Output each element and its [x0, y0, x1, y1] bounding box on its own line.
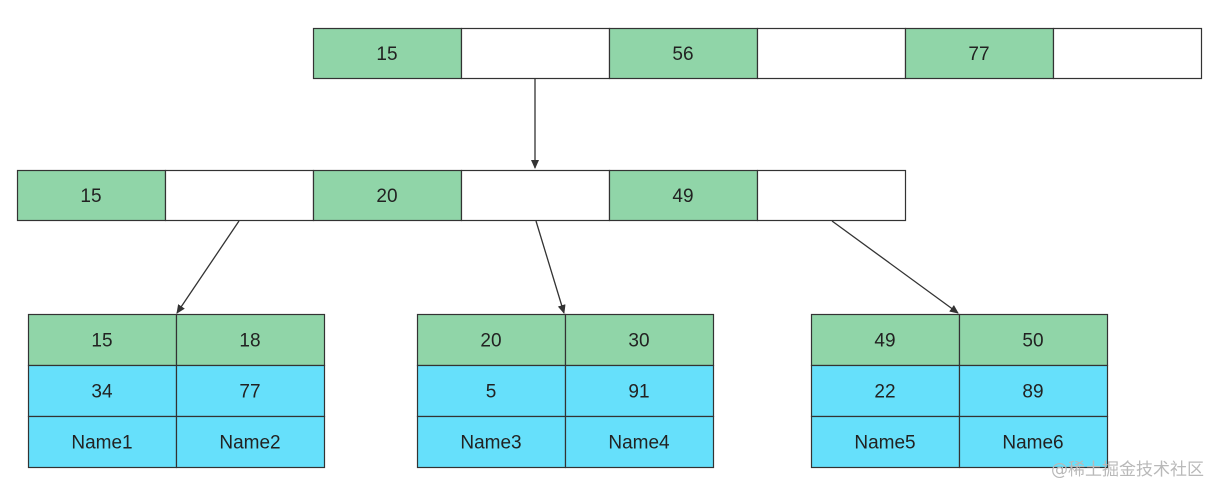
internal-key-cell-2: 20 — [312, 169, 463, 222]
leaf-3-value-cell-2-box — [958, 364, 1109, 418]
internal-key-cell-3-box — [608, 169, 759, 222]
edges — [176, 78, 959, 314]
internal-key-cell-2-text: 20 — [376, 186, 397, 207]
leaf-1-name-cell-1-text: Name1 — [71, 433, 132, 454]
leaf-1-name-cell-2: Name2 — [175, 415, 326, 469]
root-node: 15 56 77 — [312, 27, 1203, 80]
leaf-1-value-cell-2-text: 77 — [239, 382, 260, 403]
internal-key-cell-1-text: 15 — [80, 186, 101, 207]
leaf-3-value-cell-2: 89 — [958, 364, 1109, 418]
leaf-2-key-cell-2-box — [564, 313, 715, 367]
leaf-1-key-cell-1-text: 15 — [91, 331, 112, 352]
root-pointer-cell-1-box — [460, 27, 611, 80]
leaf-3-key-cell-1-text: 49 — [874, 331, 895, 352]
leaf-2-name-cell-1-text: Name3 — [460, 433, 521, 454]
leaf-2-value-cell-2-box — [564, 364, 715, 418]
leaf-1-value-cell-2: 77 — [175, 364, 326, 418]
leaf-2-key-cell-1: 20 — [416, 313, 567, 367]
internal-key-cell-2-box — [312, 169, 463, 222]
edge-internal-to-leaf-3 — [831, 220, 959, 314]
leaf-3-key-cell-2-text: 50 — [1022, 331, 1043, 352]
root-key-cell-2-box — [608, 27, 759, 80]
internal-pointer-cell-2 — [460, 169, 611, 222]
leaf-1-name-cell-2-text: Name2 — [219, 433, 280, 454]
internal-key-cell-1-box — [16, 169, 167, 222]
leaf-3-name-cell-2: Name6 — [958, 415, 1109, 469]
leaf-2-name-cell-1: Name3 — [416, 415, 567, 469]
leaf-2-name-cell-2: Name4 — [564, 415, 715, 469]
leaf-2-name-cell-2-box — [564, 415, 715, 469]
root-key-cell-1-box — [312, 27, 463, 80]
leaf-2-name-cell-2-text: Name4 — [608, 433, 670, 454]
leaf-1-key-cell-1: 15 — [27, 313, 178, 367]
edge-internal-to-leaf-1 — [176, 220, 240, 314]
internal-key-cell-1: 15 — [16, 169, 167, 222]
root-pointer-cell-3-box — [1052, 27, 1203, 80]
leaf-1-key-cell-2-text: 18 — [239, 331, 260, 352]
leaf-2-key-cell-2-text: 30 — [628, 331, 649, 352]
leaf-1-name-cell-2-box — [175, 415, 326, 469]
leaf-2-value-cell-1: 5 — [416, 364, 567, 418]
root-key-cell-3: 77 — [904, 27, 1055, 80]
leaf-3-name-cell-2-text: Name6 — [1002, 433, 1063, 454]
leaf-2-key-cell-2: 30 — [564, 313, 715, 367]
internal-pointer-cell-3 — [756, 169, 907, 222]
leaf-3-key-cell-1-box — [810, 313, 961, 367]
root-key-cell-3-text: 77 — [968, 44, 989, 65]
leaf-2-key-cell-1-text: 20 — [480, 331, 501, 352]
leaf-3-value-cell-2-text: 89 — [1022, 382, 1043, 403]
internal-pointer-cell-1-box — [164, 169, 315, 222]
internal-node: 15 20 49 — [16, 169, 907, 222]
leaf-3-name-cell-2-box — [958, 415, 1109, 469]
root-key-cell-1-text: 15 — [376, 44, 397, 65]
root-pointer-cell-2 — [756, 27, 907, 80]
leaf-3-key-cell-1: 49 — [810, 313, 961, 367]
root-key-cell-1: 15 — [312, 27, 463, 80]
root-key-cell-2: 56 — [608, 27, 759, 80]
root-pointer-cell-3 — [1052, 27, 1203, 80]
leaf-1-name-cell-1-box — [27, 415, 178, 469]
watermark-text: @稀土掘金技术社区 — [1051, 460, 1204, 480]
leaf-1-value-cell-1: 34 — [27, 364, 178, 418]
leaf-2-value-cell-2: 91 — [564, 364, 715, 418]
leaf-3-name-cell-1-text: Name5 — [854, 433, 915, 454]
internal-pointer-cell-1 — [164, 169, 315, 222]
leaf-1-key-cell-2: 18 — [175, 313, 326, 367]
leaf-2-value-cell-1-text: 5 — [486, 382, 497, 403]
root-pointer-cell-2-box — [756, 27, 907, 80]
leaf-1-value-cell-1-text: 34 — [91, 382, 113, 403]
internal-key-cell-3: 49 — [608, 169, 759, 222]
leaf-1-value-cell-2-box — [175, 364, 326, 418]
internal-pointer-cell-2-box — [460, 169, 611, 222]
leaf-1-key-cell-2-box — [175, 313, 326, 367]
edge-internal-to-leaf-2 — [535, 220, 566, 314]
root-pointer-cell-1 — [460, 27, 611, 80]
leaf-3-key-cell-2: 50 — [958, 313, 1109, 367]
root-key-cell-3-box — [904, 27, 1055, 80]
leaf-3-name-cell-1: Name5 — [810, 415, 961, 469]
internal-pointer-cell-3-box — [756, 169, 907, 222]
leaf-1-value-cell-1-box — [27, 364, 178, 418]
leaf-3-key-cell-2-box — [958, 313, 1109, 367]
leaf-3-value-cell-1-text: 22 — [874, 382, 895, 403]
leaf-2-value-cell-2-text: 91 — [628, 382, 649, 403]
leaf-1-name-cell-1: Name1 — [27, 415, 178, 469]
leaf-3-value-cell-1: 22 — [810, 364, 961, 418]
internal-key-cell-3-text: 49 — [672, 186, 693, 207]
root-key-cell-2-text: 56 — [672, 44, 693, 65]
